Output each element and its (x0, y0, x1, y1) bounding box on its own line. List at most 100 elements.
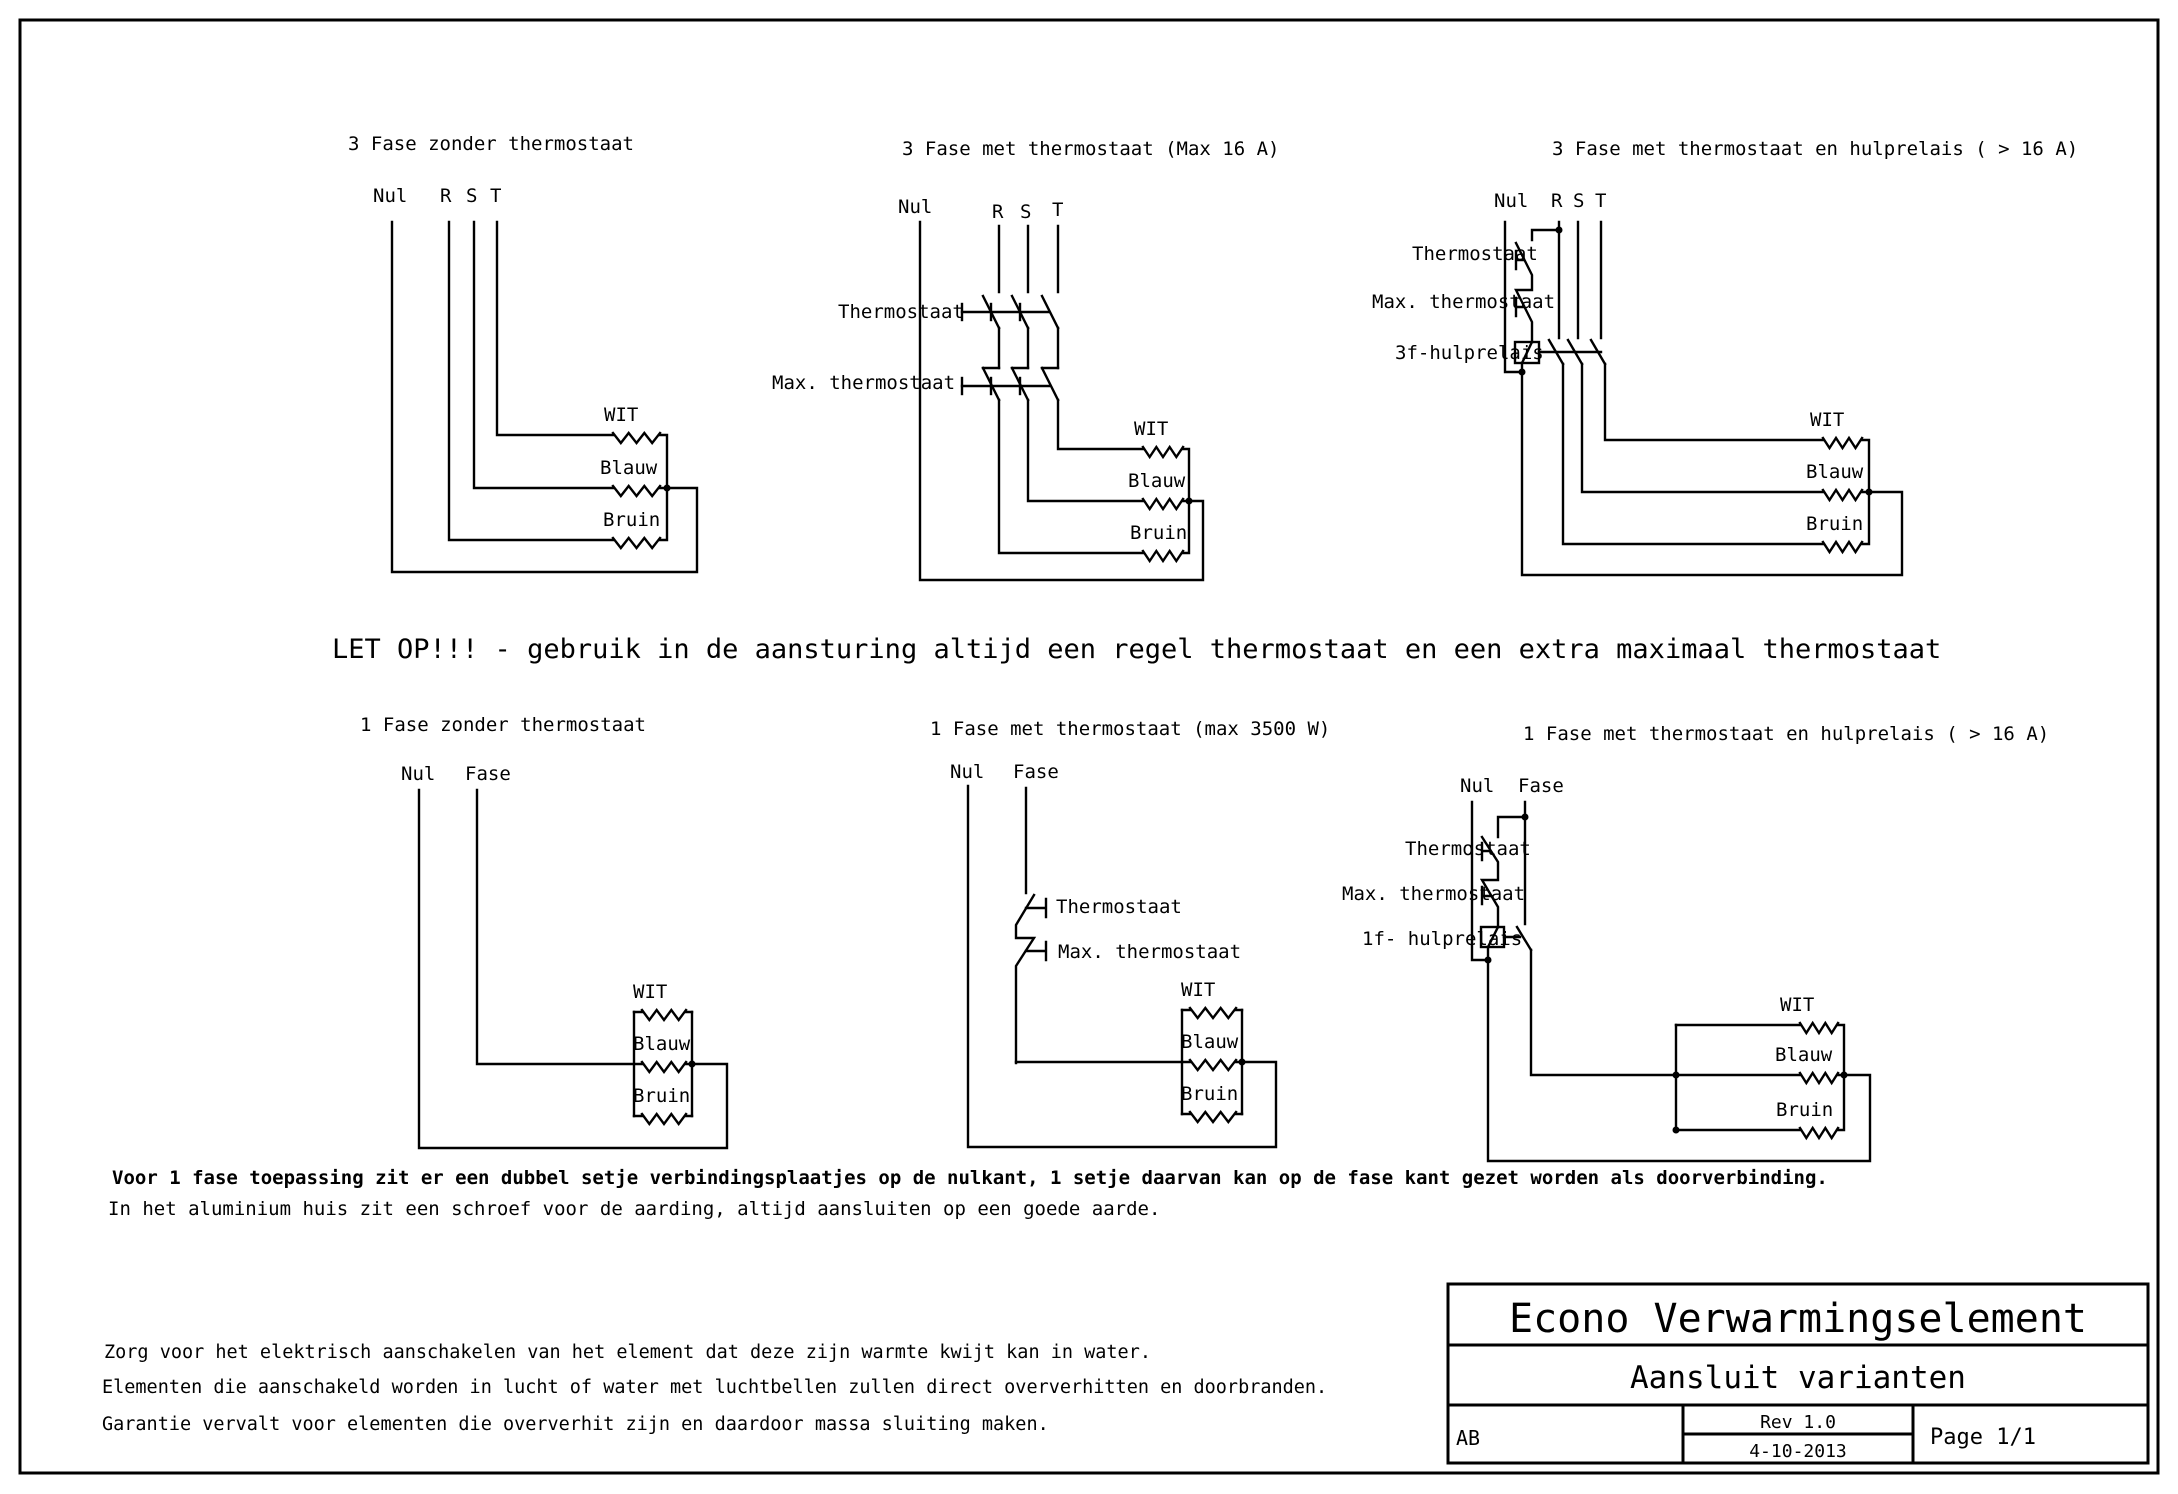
wire (1529, 948, 1802, 1077)
resistor-icon (640, 1111, 688, 1127)
wire (1503, 220, 1524, 374)
wire (1515, 800, 1533, 952)
resistor-icon (1821, 539, 1864, 555)
element-label-bruin: Bruin (1181, 1083, 1238, 1105)
terminal-t: T (490, 185, 501, 207)
switch-actuator (1024, 897, 1048, 919)
relay-coil-icon (1486, 925, 1500, 949)
element-label-wit: WIT (1810, 409, 1844, 431)
wire (472, 220, 615, 490)
wire (632, 1010, 694, 1118)
terminal-fase: Fase (1518, 775, 1564, 797)
element-label-wit: WIT (604, 404, 638, 426)
title-block: Econo Verwarmingselement Aansluit varian… (1446, 1282, 2150, 1465)
resistor-icon (1141, 444, 1185, 460)
switch-label-max-thermostaat: Max. thermostaat (772, 372, 955, 394)
note-1f-plates: Voor 1 fase toepassing zit er een dubbel… (112, 1167, 1828, 1189)
footer-note-water: Zorg voor het elektrisch aanschakelen va… (104, 1342, 1151, 1363)
switch-actuator (1024, 940, 1048, 962)
terminal-t: T (1052, 199, 1063, 221)
terminal-r: R (992, 201, 1004, 223)
diagram-title-1f-met: 1 Fase met thermostaat (max 3500 W) (930, 718, 1330, 740)
sheet-border (18, 18, 2160, 1475)
junction-dot (1672, 1071, 1680, 1079)
switch-blade (1014, 893, 1037, 1065)
switch-actuator (1480, 885, 1492, 906)
switch-blade (1589, 338, 1607, 366)
switch-actuator (1514, 249, 1526, 271)
sheet-revision: Rev 1.0 (1760, 1412, 1836, 1433)
element-label-bruin: Bruin (1806, 513, 1863, 535)
sheet-title: Econo Verwarmingselement (1509, 1296, 2087, 1342)
wire (390, 220, 699, 574)
element-label-blauw: Blauw (600, 457, 658, 479)
junction-dot (1185, 497, 1193, 505)
element-label-bruin: Bruin (603, 509, 660, 531)
switch-blade (1547, 338, 1565, 366)
wire (417, 788, 729, 1150)
terminal-nul: Nul (373, 185, 407, 207)
junction-dot (1840, 1071, 1848, 1079)
resistor-icon (1188, 1006, 1238, 1020)
switch-label-max-thermostaat: Max. thermostaat (1058, 941, 1241, 963)
sheet-date: 4-10-2013 (1749, 1441, 1847, 1462)
resistor-icon (1821, 435, 1864, 451)
warning-text: LET OP!!! - gebruik in de aansturing alt… (332, 634, 1941, 665)
switch-label-thermostaat: Thermostaat (1405, 838, 1531, 860)
terminal-s: S (1573, 190, 1584, 212)
diagram-title-1f-zonder: 1 Fase zonder thermostaat (360, 714, 646, 736)
terminal-s: S (466, 185, 477, 207)
wire (1180, 1008, 1244, 1116)
switch-label-thermostaat: Thermostaat (1056, 896, 1182, 918)
footer-note-warranty: Garantie vervalt voor elementen die over… (102, 1414, 1049, 1435)
resistor-icon (640, 1059, 688, 1075)
diagram-title-3f-relais: 3 Fase met thermostaat en hulprelais ( >… (1552, 138, 2078, 160)
terminal-fase: Fase (465, 763, 511, 785)
wire (1026, 398, 1145, 503)
element-label-bruin: Bruin (1776, 1099, 1833, 1121)
switch-label-max-thermostaat: Max. thermostaat (1372, 291, 1555, 313)
resistor-icon (1141, 496, 1185, 512)
diagram-title-3f-zonder: 3 Fase zonder thermostaat (348, 133, 634, 155)
wire (1561, 362, 1825, 546)
wire (966, 784, 1278, 1149)
terminal-fase: Fase (1013, 761, 1059, 783)
resistor-icon (640, 1007, 688, 1023)
switch-blade (1040, 366, 1060, 402)
element-label-blauw: Blauw (1128, 470, 1186, 492)
footer-note-overheat: Elementen die aanschakeld worden in luch… (102, 1377, 1327, 1398)
junction-dot (1672, 1126, 1680, 1134)
switch-actuator (1480, 841, 1492, 862)
sheet-page: Page 1/1 (1930, 1425, 2036, 1450)
element-label-bruin: Bruin (633, 1085, 690, 1107)
element-label-wit: WIT (1134, 418, 1168, 440)
resistor-icon (1821, 487, 1864, 503)
terminal-s: S (1020, 201, 1031, 223)
resistor-icon (1798, 1070, 1840, 1086)
switch-actuator (1514, 296, 1526, 318)
switch-label-max-thermostaat: Max. thermostaat (1342, 883, 1525, 905)
wire (1056, 398, 1145, 451)
wire (1580, 362, 1825, 494)
terminal-nul: Nul (1460, 775, 1494, 797)
wire (1470, 800, 1490, 962)
junction-dot (1238, 1058, 1246, 1066)
wire (1496, 815, 1527, 839)
resistor-icon (1798, 1020, 1840, 1036)
element-label-wit: WIT (1780, 994, 1814, 1016)
wire (1603, 362, 1825, 442)
resistor-icon (1798, 1125, 1840, 1141)
junction-dot (1865, 488, 1873, 496)
diagram-title-3f-met: 3 Fase met thermostaat (Max 16 A) (902, 138, 1280, 160)
note-earthing: In het aluminium huis zit een schroef vo… (108, 1198, 1160, 1220)
sheet-subtitle: Aansluit varianten (1630, 1360, 1966, 1396)
sheet-author: AB (1456, 1426, 1480, 1450)
element-label-blauw: Blauw (1775, 1044, 1833, 1066)
terminal-t: T (1595, 190, 1606, 212)
